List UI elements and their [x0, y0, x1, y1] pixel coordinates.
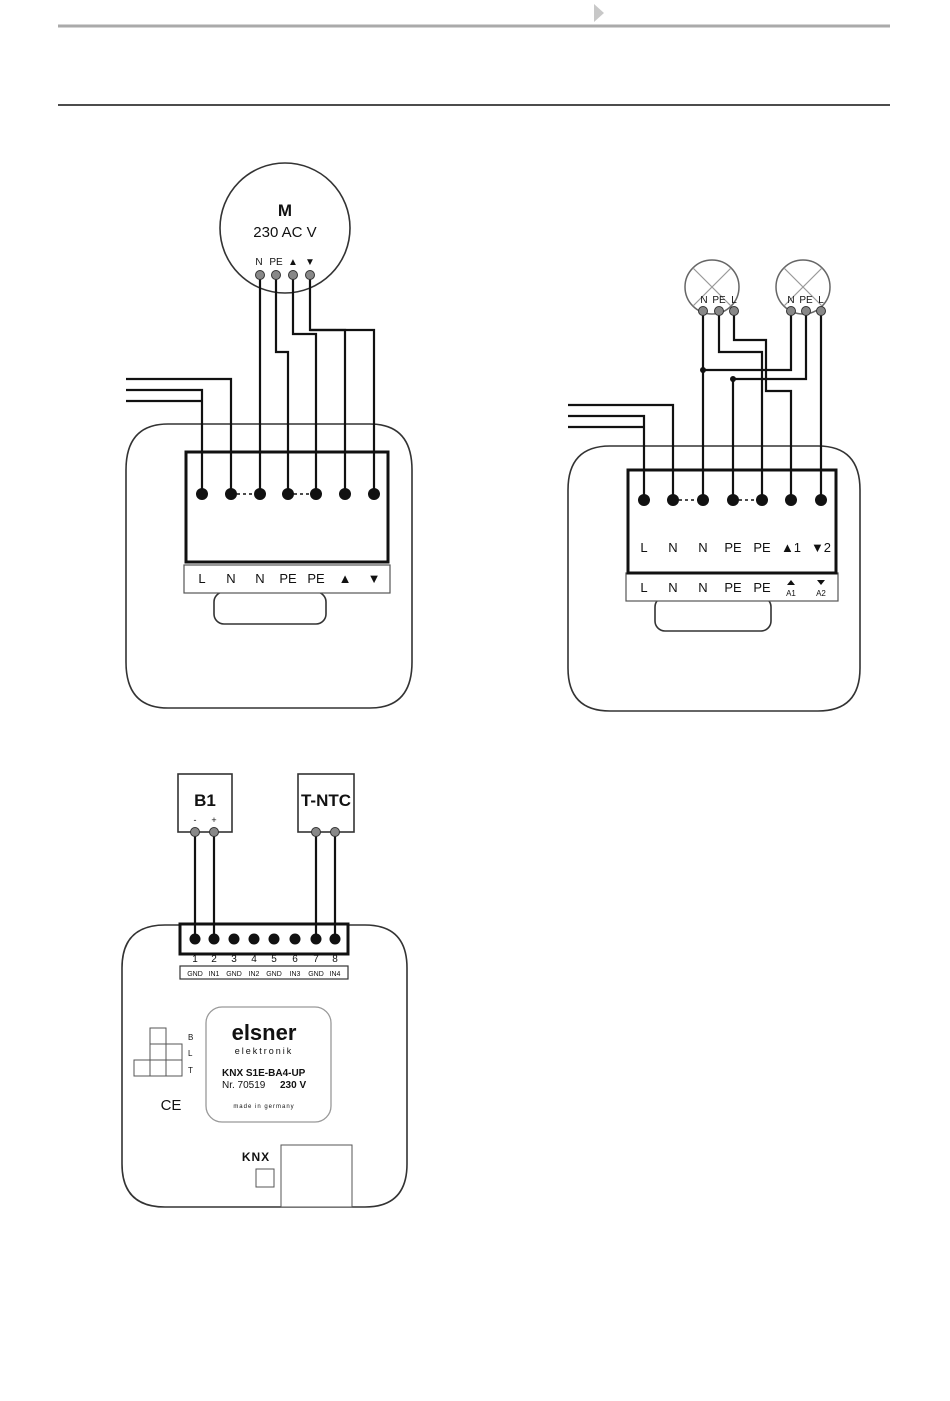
a2-box-label-2: N	[668, 540, 677, 555]
a2-strip-label-6: A1	[786, 589, 796, 598]
motor-pin-pe: PE	[269, 257, 283, 268]
brand-subtitle: elektronik	[235, 1046, 294, 1056]
motor-voltage: 230 AC V	[253, 224, 316, 241]
programming-window	[281, 1145, 352, 1207]
a2-box-label-6: ▲1	[781, 540, 801, 555]
led-label-l: L	[188, 1049, 193, 1058]
a2-strip-label-2: N	[668, 580, 677, 595]
a1-strip-label-3: N	[255, 571, 264, 586]
input-function-3: GND	[226, 971, 242, 978]
diagram-input-module: B1 - + T-NTC 1 2	[122, 774, 407, 1207]
a1-strip-label-5: PE	[307, 571, 325, 586]
a2-strip-label-7: A2	[816, 589, 826, 598]
input-number-5: 5	[271, 954, 277, 965]
input-number-8: 8	[332, 954, 338, 965]
brand-name: elsner	[232, 1020, 297, 1045]
a2-strip-label-3: N	[698, 580, 707, 595]
input-number-2: 2	[211, 954, 217, 965]
a2-box-label-3: N	[698, 540, 707, 555]
actuator-2-tab	[655, 597, 771, 631]
input-function-4: IN2	[249, 971, 260, 978]
led-label-b: B	[188, 1033, 193, 1042]
a2-strip-label-5: PE	[753, 580, 771, 595]
lamp-1-pin-pe: PE	[712, 295, 726, 306]
diagram-lamp-actuator: N PE L N PE L	[568, 260, 860, 711]
a2-box-label-5: PE	[753, 540, 771, 555]
input-number-1: 1	[192, 954, 198, 965]
input-number-4: 4	[251, 954, 257, 965]
a2-strip-label-4: PE	[724, 580, 742, 595]
sensor-tntc-title: T-NTC	[301, 791, 351, 810]
input-function-8: IN4	[330, 971, 341, 978]
sensor-b1-pin-minus: -	[194, 815, 197, 825]
a2-strip-label-1: L	[640, 580, 647, 595]
input-terminal-block	[180, 924, 348, 954]
led-label-t: T	[188, 1066, 193, 1075]
a1-strip-label-7: ▼	[368, 571, 381, 586]
input-function-5: GND	[266, 971, 282, 978]
actuator-1-tab	[214, 592, 326, 624]
a2-box-label-1: L	[640, 540, 647, 555]
input-number-7: 7	[313, 954, 319, 965]
input-function-1: GND	[187, 971, 203, 978]
diagram-motor-actuator: M 230 AC V N PE ▲ ▼	[126, 163, 412, 708]
lamp-1-pin-l: L	[731, 295, 737, 306]
sensor-pins	[191, 828, 340, 837]
lamp-2-pin-l: L	[818, 295, 824, 306]
a2-box-label-4: PE	[724, 540, 742, 555]
ce-mark: CE	[161, 1097, 182, 1114]
input-number-6: 6	[292, 954, 298, 965]
article-number: Nr. 70519	[222, 1080, 266, 1091]
sensor-b1-pin-plus: +	[211, 815, 216, 825]
a2-box-label-7: ▼2	[811, 540, 831, 555]
a1-strip-label-4: PE	[279, 571, 297, 586]
sensor-b1-title: B1	[194, 791, 216, 810]
motor-pin-n: N	[255, 257, 262, 268]
plate-voltage: 230 V	[280, 1080, 306, 1091]
lamp-1-pin-n: N	[700, 295, 707, 306]
model-number: KNX S1E-BA4-UP	[222, 1068, 306, 1079]
knx-logo: KNX	[242, 1150, 270, 1164]
a1-strip-label-2: N	[226, 571, 235, 586]
input-number-3: 3	[231, 954, 237, 965]
lamp-2-pin-pe: PE	[799, 295, 813, 306]
input-function-7: GND	[308, 971, 324, 978]
page-arrow-icon	[594, 4, 604, 22]
input-function-6: IN3	[290, 971, 301, 978]
motor-pin-down: ▼	[305, 257, 315, 268]
lamp-pins	[699, 307, 826, 316]
a1-strip-label-6: ▲	[339, 571, 352, 586]
input-function-2: IN1	[209, 971, 220, 978]
a1-strip-label-1: L	[198, 571, 205, 586]
motor-pin-up: ▲	[288, 257, 298, 268]
programming-button	[256, 1169, 274, 1187]
motor-title: M	[278, 201, 292, 220]
made-in: made in germany	[233, 1104, 294, 1110]
lamp-2-pin-n: N	[787, 295, 794, 306]
